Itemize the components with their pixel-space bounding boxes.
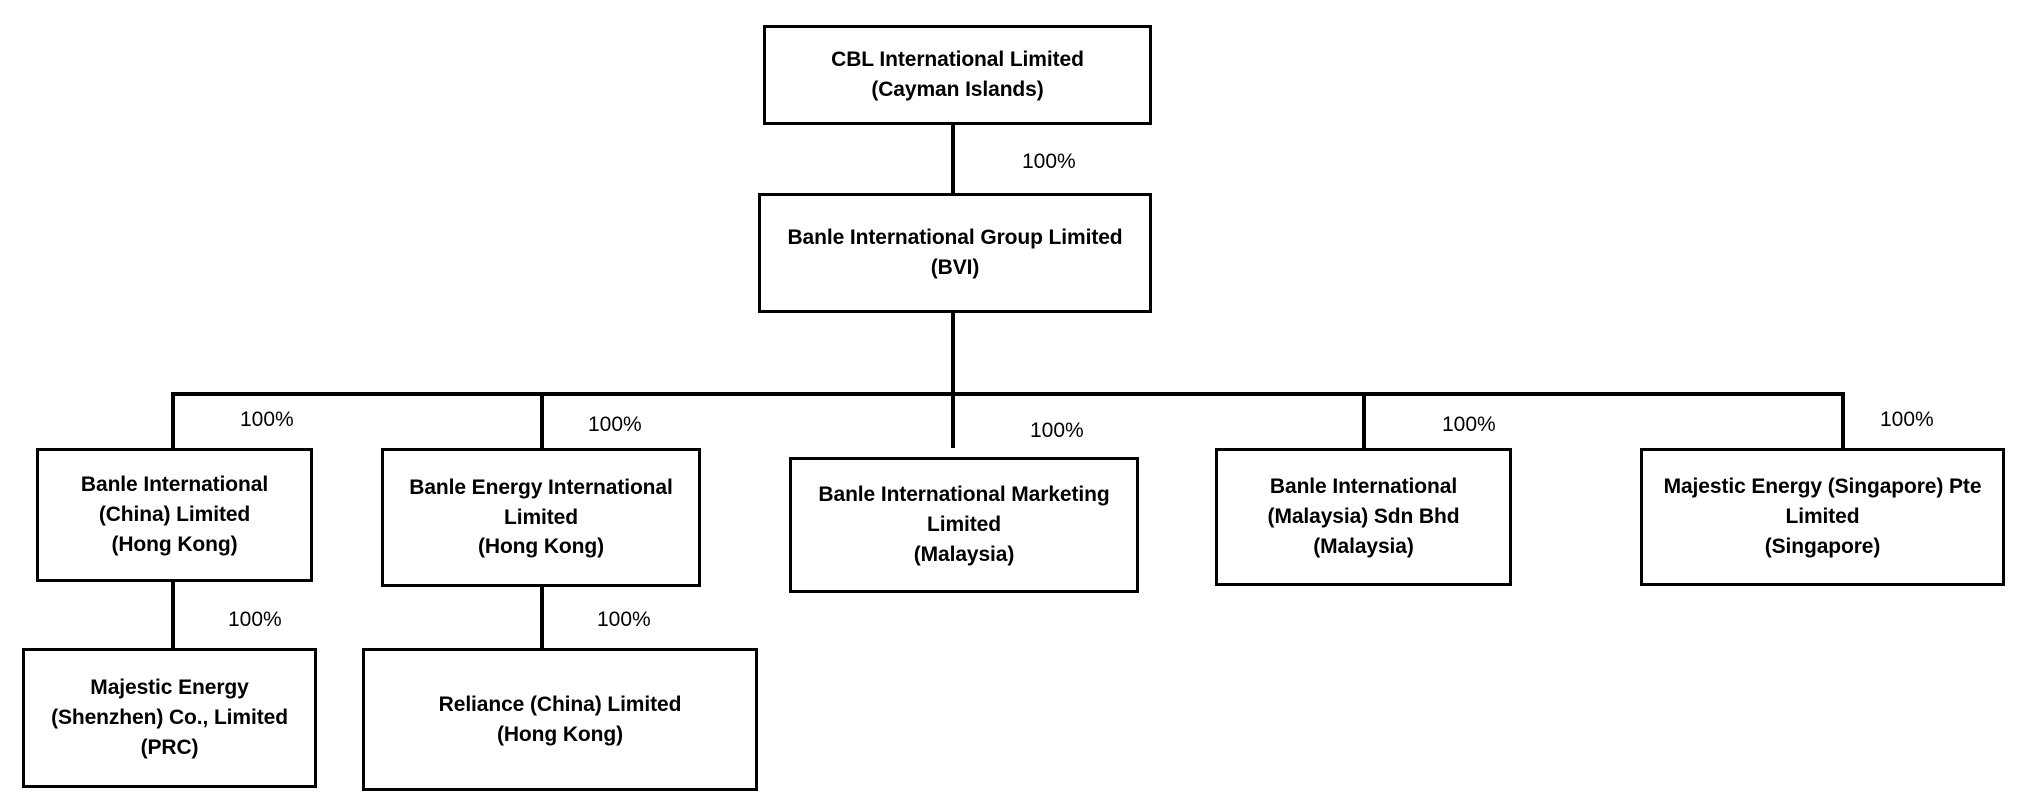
org-node-label: Banle International Group Limited (BVI) [787,226,1123,279]
edge-bus-to-banle-energy [540,392,544,448]
edge-bus-to-banle-china [171,392,175,448]
org-node-cbl-international-limited[interactable]: CBL International Limited (Cayman Island… [763,25,1152,125]
edge-banle-group-to-bus [951,313,955,396]
edge-label-banle-energy-reliance-china: 100% [597,608,651,631]
edge-label-banle-group-banle-china: 100% [240,408,294,431]
org-node-label: Banle International (Malaysia) Sdn Bhd (… [1267,475,1460,558]
edge-banle-china-to-majestic-shenzhen [171,582,175,648]
org-node-majestic-energy-shenzhen-co-limited[interactable]: Majestic Energy (Shenzhen) Co., Limited … [22,648,317,788]
org-node-label: Majestic Energy (Singapore) Pte Limited … [1663,475,1982,558]
edge-bus-to-banle-malaysia [1362,392,1366,448]
org-node-banle-energy-international-limited[interactable]: Banle Energy International Limited (Hong… [381,448,701,587]
org-node-majestic-energy-singapore-pte-limited[interactable]: Majestic Energy (Singapore) Pte Limited … [1640,448,2005,586]
edge-horizontal-bus [173,392,1845,396]
edge-label-banle-group-banle-marketing: 100% [1030,419,1084,442]
edge-bus-to-banle-marketing [951,392,955,448]
edge-cbl-to-banle-group [951,125,955,195]
org-node-banle-international-malaysia-sdn-bhd[interactable]: Banle International (Malaysia) Sdn Bhd (… [1215,448,1512,586]
edge-label-banle-group-majestic-singapore: 100% [1880,408,1934,431]
org-node-label: CBL International Limited (Cayman Island… [831,48,1084,101]
org-node-label: Majestic Energy (Shenzhen) Co., Limited … [51,676,288,759]
org-node-banle-international-marketing-limited[interactable]: Banle International Marketing Limited (M… [789,457,1139,593]
edge-label-banle-group-banle-energy: 100% [588,413,642,436]
edge-label-banle-group-banle-malaysia: 100% [1442,413,1496,436]
org-node-banle-international-group-limited[interactable]: Banle International Group Limited (BVI) [758,193,1152,313]
edge-banle-energy-to-reliance-china [540,587,544,648]
org-node-label: Banle International Marketing Limited (M… [818,483,1110,566]
edge-bus-to-majestic-singapore [1841,392,1845,448]
org-node-label: Banle Energy International Limited (Hong… [409,475,673,559]
org-node-reliance-china-limited[interactable]: Reliance (China) Limited (Hong Kong) [362,648,758,791]
org-node-label: Banle International (China) Limited (Hon… [80,473,269,556]
edge-label-cbl-banle-group: 100% [1022,150,1076,173]
org-node-banle-international-china-limited[interactable]: Banle International (China) Limited (Hon… [36,448,313,582]
edge-label-banle-china-majestic-shenzhen: 100% [228,608,282,631]
org-node-label: Reliance (China) Limited (Hong Kong) [438,692,682,746]
